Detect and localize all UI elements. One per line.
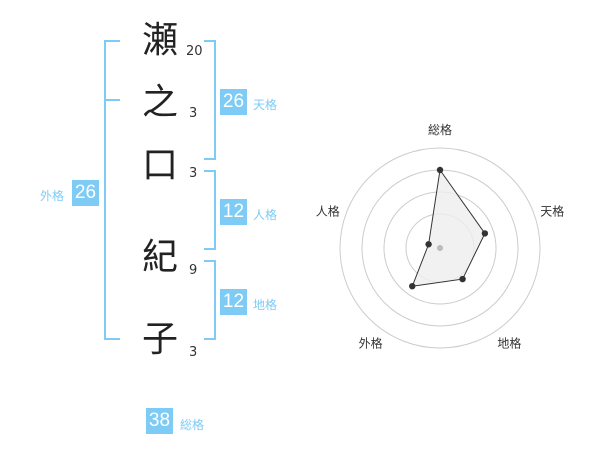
chikaku-label: 地格: [253, 298, 278, 312]
gaikaku-badge: 26: [72, 180, 99, 206]
gaikaku-label: 外格: [40, 189, 65, 203]
radar-axis-label-chikaku: 地格: [497, 336, 521, 351]
stroke-count-2: 3: [189, 106, 198, 121]
name-char-3: 口: [142, 145, 179, 186]
stroke-count-1: 20: [186, 44, 203, 59]
radar-point-4: [409, 282, 416, 290]
chikaku-badge: 12: [220, 289, 247, 315]
radar-axis-label-soukaku: 総格: [428, 122, 452, 137]
radar-point-1: [436, 166, 444, 174]
radar-axis-label-tenkaku: 天格: [540, 204, 564, 219]
name-char-5: 子: [142, 319, 179, 360]
radar-center-dot: [437, 245, 443, 251]
name-char-1: 瀬: [142, 20, 179, 61]
jinkaku-badge: 12: [220, 199, 247, 225]
tenkaku-label: 天格: [253, 98, 278, 112]
name-char-4: 紀: [142, 237, 179, 278]
fortune-radar-chart: 総格 天格 地格 外格 人格: [316, 122, 564, 351]
radar-ring-1: [339, 147, 541, 349]
radar-axis-label-gaikaku: 外格: [359, 336, 383, 351]
radar-point-3: [459, 275, 466, 283]
jinkaku-label: 人格: [253, 208, 278, 222]
stroke-count-3: 3: [189, 166, 198, 181]
radar-axis-label-jinkaku: 人格: [316, 204, 340, 219]
tenkaku-badge: 26: [220, 89, 247, 115]
name-char-2: 之: [142, 82, 179, 123]
radar-point-5: [425, 241, 432, 248]
radar-polygon: [411, 168, 486, 287]
radar-point-2: [481, 230, 489, 237]
stroke-count-4: 9: [189, 263, 198, 278]
soukaku-label: 総格: [180, 418, 205, 432]
soukaku-badge: 38: [146, 408, 173, 434]
stroke-count-5: 3: [189, 345, 198, 360]
